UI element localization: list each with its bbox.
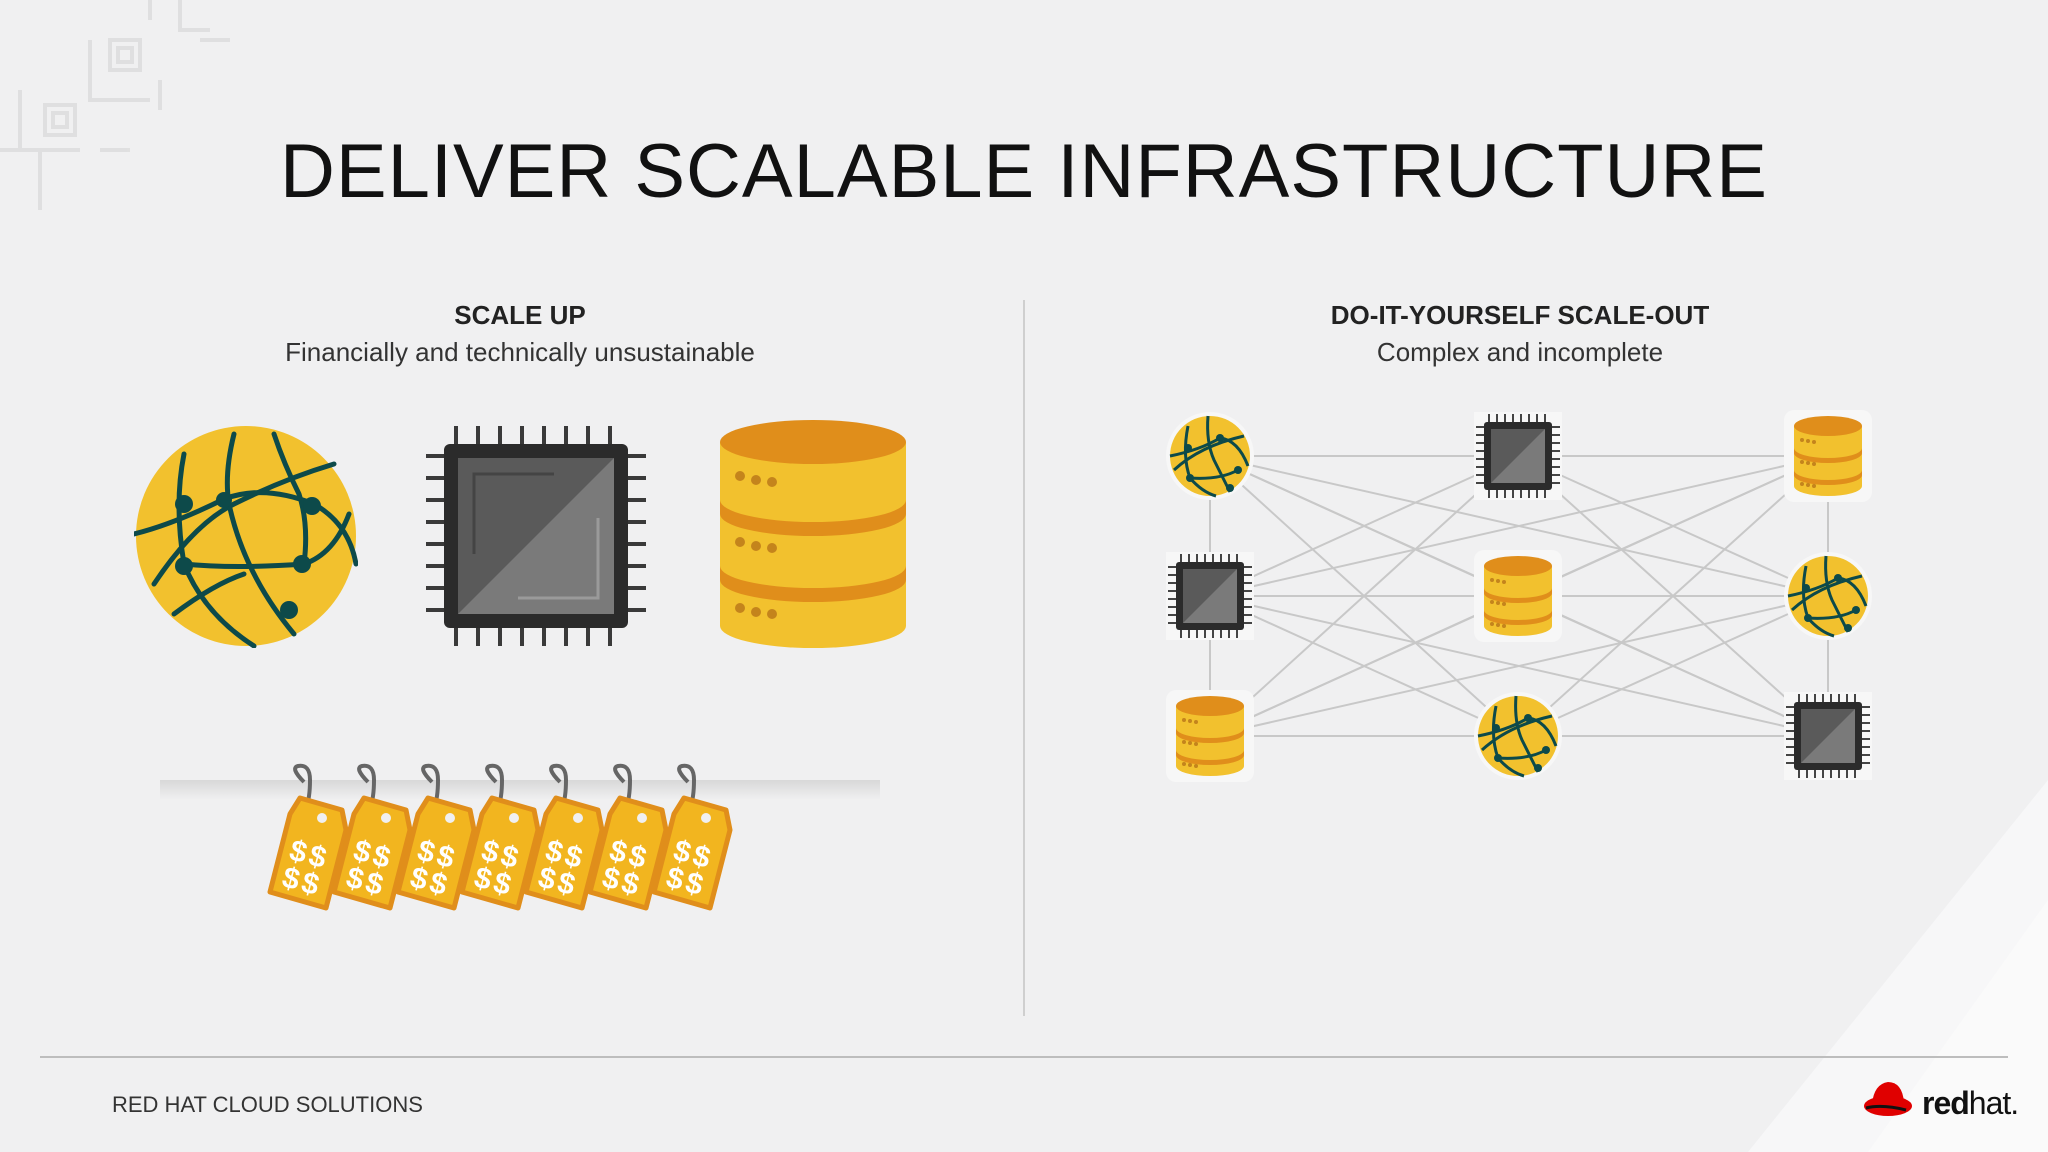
globe-network-icon — [1782, 550, 1874, 642]
scale-out-network — [1164, 410, 1874, 782]
scale-out-heading: DO-IT-YOURSELF SCALE-OUT — [1330, 300, 1710, 330]
cpu-chip-icon — [426, 426, 646, 646]
corner-shape-decoration — [1748, 780, 2048, 1152]
scale-out-header: DO-IT-YOURSELF SCALE-OUT Complex and inc… — [1220, 300, 1820, 368]
database-icon — [720, 420, 906, 648]
corner-pattern-decoration — [0, 0, 230, 210]
panel-divider — [1023, 300, 1025, 1016]
footer-divider — [40, 1056, 2008, 1058]
cpu-chip-icon — [1166, 552, 1254, 640]
scale-up-header: SCALE UP Financially and technically uns… — [220, 300, 820, 368]
globe-network-icon — [134, 426, 358, 648]
database-icon — [1784, 410, 1872, 502]
redhat-logo-text: redhat. — [1922, 1085, 2019, 1121]
footer-label: RED HAT CLOUD SOLUTIONS — [112, 1092, 423, 1117]
scale-up-heading: SCALE UP — [454, 300, 586, 330]
page-title: DELIVER SCALABLE INFRASTRUCTURE — [280, 129, 1768, 214]
cpu-chip-icon — [1474, 412, 1562, 500]
scale-up-subheading: Financially and technically unsustainabl… — [285, 337, 755, 367]
redhat-logo-icon — [1864, 1082, 1912, 1116]
database-icon — [1474, 550, 1562, 642]
scale-out-subheading: Complex and incomplete — [1376, 337, 1664, 367]
cpu-chip-icon — [1784, 692, 1872, 780]
globe-network-icon — [1472, 690, 1564, 782]
price-tags-group: $ $ $ $ — [160, 756, 880, 966]
database-icon — [1166, 690, 1254, 782]
globe-network-icon — [1164, 410, 1256, 502]
